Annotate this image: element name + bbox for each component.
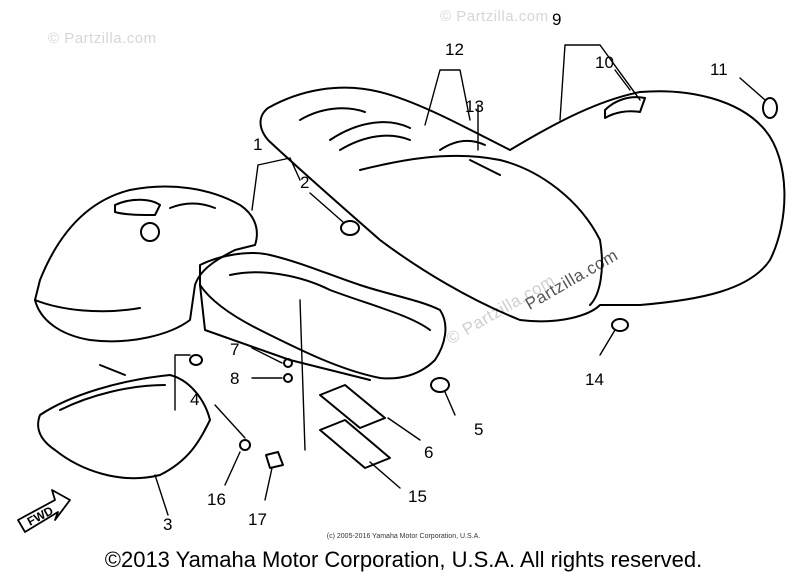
fwd-arrow [17, 489, 71, 533]
callout-8: 8 [230, 369, 239, 388]
callout-4: 4 [190, 390, 199, 409]
callout-16: 16 [207, 490, 226, 509]
callout-5: 5 [474, 420, 483, 439]
copyright-small: (c) 2005-2016 Yamaha Motor Corporation, … [326, 533, 481, 540]
callout-15: 15 [408, 487, 427, 506]
callout-2: 2 [300, 173, 309, 192]
callout-6: 6 [424, 443, 433, 462]
callout-9: 9 [552, 10, 561, 29]
rear-panel [199, 252, 447, 381]
callout-11: 11 [710, 60, 728, 79]
front-fender [34, 185, 258, 343]
watermark-top-left: © Partzilla.com [48, 30, 157, 47]
callout-14: 14 [585, 370, 604, 389]
callout-17: 17 [248, 510, 267, 529]
callout-12: 12 [445, 40, 464, 59]
callout-3: 3 [163, 515, 172, 534]
copyright-main: ©2013 Yamaha Motor Corporation, U.S.A. A… [104, 547, 703, 572]
front-cowl [37, 364, 211, 480]
callout-13: 13 [465, 97, 484, 116]
seat [259, 86, 786, 323]
leader-lines [154, 44, 766, 516]
callout-7: 7 [230, 340, 239, 359]
watermark-top-center: © Partzilla.com [440, 8, 549, 25]
callout-1: 1 [253, 135, 262, 154]
callouts: 1 2 3 4 5 6 7 8 9 10 11 12 13 14 15 16 1… [25, 10, 728, 534]
bracket [319, 384, 391, 469]
callout-10: 10 [595, 53, 614, 72]
fwd-label: FWD [25, 503, 56, 528]
fasteners [189, 97, 778, 469]
